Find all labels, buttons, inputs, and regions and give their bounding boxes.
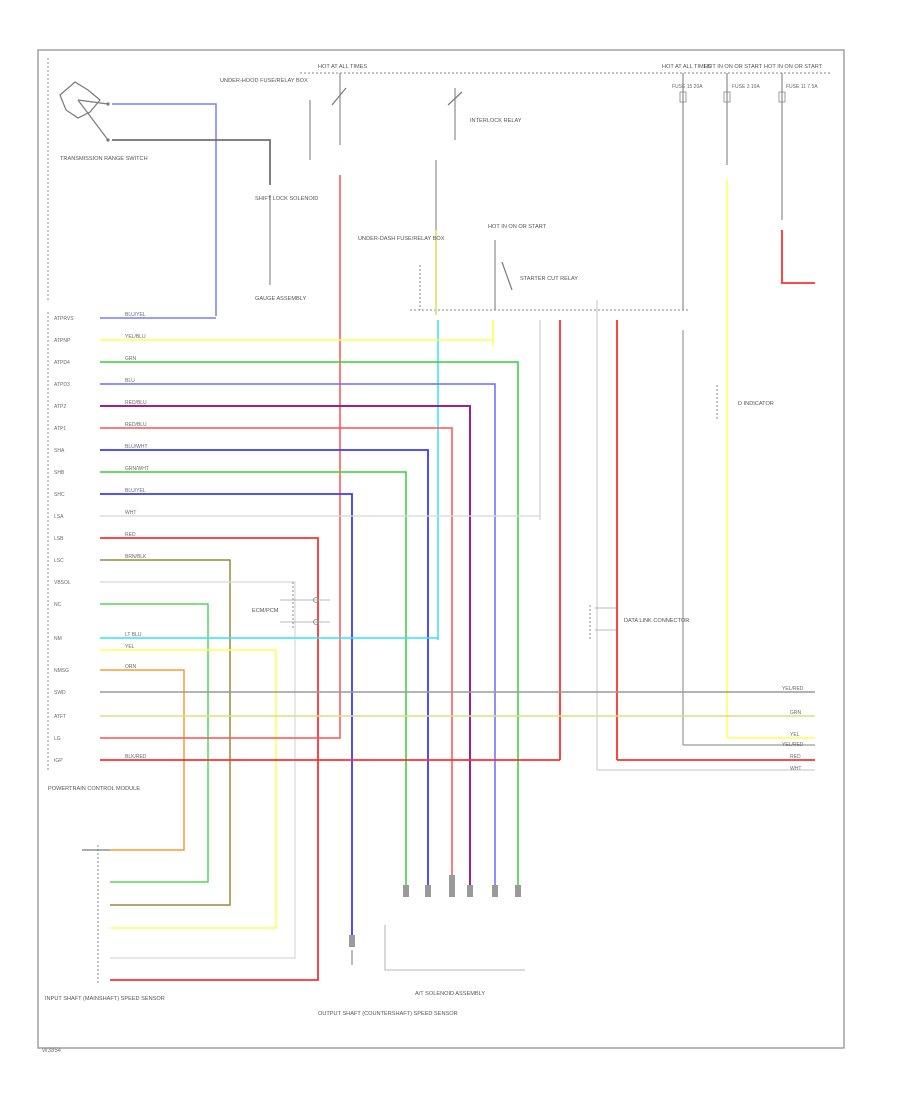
fuse-2-label: FUSE 3 10A: [732, 84, 760, 90]
wire-code: RED: [125, 532, 136, 538]
hot-at-all-times-2: HOT AT ALL TIMES: [662, 64, 711, 70]
right-wire-code: YEL: [790, 732, 800, 738]
pcm-pin-label: ATPD4: [54, 360, 70, 366]
fuse-1-label: FUSE 15 20A: [672, 84, 703, 90]
wire-code: ORN: [125, 664, 137, 670]
hot-in-on-2: HOT IN ON OR START: [704, 64, 763, 70]
pcm-pin-label: ATPNP: [54, 338, 71, 344]
dash-fuse-box-label: UNDER-DASH FUSE/RELAY BOX: [358, 236, 445, 242]
pcm-pin-label: SHB: [54, 470, 65, 476]
wire-code: BLU/WHT: [125, 444, 148, 450]
right-wire-code: RED: [790, 754, 801, 760]
wire-code: BRN/BLK: [125, 554, 147, 560]
range-switch-label: TRANSMISSION RANGE SWITCH: [60, 156, 148, 162]
hot-at-all-times-1: HOT AT ALL TIMES: [318, 64, 367, 70]
pcm-pin-label: ATPRVS: [54, 316, 74, 322]
underhood-box-label: UNDER-HOOD FUSE/RELAY BOX: [220, 78, 308, 84]
data-link-label: DATA LINK CONNECTOR: [624, 618, 689, 624]
pcm-wires: [100, 317, 815, 981]
pcm-pin-label: SHA: [54, 448, 65, 454]
right-edge-labels: YEL/RED GRN YEL YEL/RED RED WHT: [782, 686, 804, 772]
pcm-pin-label: LG: [54, 736, 61, 742]
wire-code: WHT: [125, 510, 136, 516]
pcm-pin-label: LSB: [54, 536, 64, 542]
wire-code: BLU/YEL: [125, 488, 146, 494]
wire-code: RED/BLU: [125, 400, 147, 406]
pcm-pin-label: ATP1: [54, 426, 66, 432]
pcm-pin-label: SHC: [54, 492, 65, 498]
wire-code-labels: BLU/YEL YEL/BLU GRN BLU RED/BLU RED/BLU …: [125, 312, 149, 760]
gauge-assembly-label: GAUGE ASSEMBLY: [255, 296, 306, 302]
pcm-pin-label: IGP: [54, 758, 63, 764]
wire-code: RED/BLU: [125, 422, 147, 428]
wire-sensor-blk: [112, 139, 271, 185]
fuse-group-right: [679, 73, 786, 310]
footer-code: W3854: [42, 1048, 62, 1054]
pcm-pin-label: ATP2: [54, 404, 66, 410]
dash-fuse-box: [410, 240, 690, 311]
indicator-component: [589, 385, 718, 640]
pcm-pin-label: NC: [54, 602, 62, 608]
pcm-pin-label: LSC: [54, 558, 64, 564]
wire-red-right-stub: [781, 230, 815, 284]
pcm-pin-label: NM: [54, 636, 62, 642]
pcm-pin-labels: ATPRVS ATPNP ATPD4 ATPD3 ATP2 ATP1 SHA S…: [54, 316, 74, 764]
input-sensor-connector: [82, 845, 110, 985]
starter-cut-label: STARTER CUT RELAY: [520, 276, 578, 282]
pcm-pin-label: ATFT: [54, 714, 66, 720]
wire-code: GRN: [125, 356, 137, 362]
fuse-3-label: FUSE 11 7.5A: [786, 84, 818, 90]
indicator-label: D INDICATOR: [738, 401, 774, 407]
relay-symbol-top: [309, 73, 463, 230]
diagram-frame: [37, 49, 845, 1049]
pcm-pin-label: LSA: [54, 514, 64, 520]
shift-lock-label: SHIFT LOCK SOLENOID: [255, 196, 318, 202]
wire-code: YEL/BLU: [125, 334, 146, 340]
interlock-relay-label: INTERLOCK RELAY: [470, 118, 522, 124]
right-wire-code: GRN: [790, 710, 802, 716]
wire-code: LT BLU: [125, 632, 142, 638]
wire-code: GRN/WHT: [125, 466, 149, 472]
hot-in-on-1: HOT IN ON OR START: [488, 224, 547, 230]
pcm-label: POWERTRAIN CONTROL MODULE: [48, 786, 140, 792]
output-sensor-label: OUTPUT SHAFT (COUNTERSHAFT) SPEED SENSOR: [318, 1011, 458, 1017]
solenoid-terminals: [349, 875, 525, 971]
wire-sensor-blu: [112, 103, 217, 316]
range-switch-symbol: [59, 81, 110, 142]
pcm-pin-label: ATPD3: [54, 382, 70, 388]
hot-in-on-3: HOT IN ON OR START: [764, 64, 823, 70]
wire-code: BLK/RED: [125, 754, 147, 760]
wire-code: BLU: [125, 378, 135, 384]
solenoid-asm-label: A/T SOLENOID ASSEMBLY: [415, 991, 485, 997]
pcm-pin-label: SWD: [54, 690, 66, 696]
pcm-pin-label: VBSOL: [54, 580, 71, 586]
right-wire-code: YEL/RED: [782, 742, 804, 748]
input-sensor-label: INPUT SHAFT (MAINSHAFT) SPEED SENSOR: [45, 996, 165, 1002]
right-wire-code: WHT: [790, 766, 801, 772]
wire-code: BLU/YEL: [125, 312, 146, 318]
wire-code: YEL: [125, 644, 135, 650]
right-wire-code: YEL/RED: [782, 686, 804, 692]
pcm-pin-label: NMSG: [54, 668, 69, 674]
ecm-label: ECM/PCM: [252, 608, 279, 614]
gauge-assembly: [280, 582, 330, 630]
